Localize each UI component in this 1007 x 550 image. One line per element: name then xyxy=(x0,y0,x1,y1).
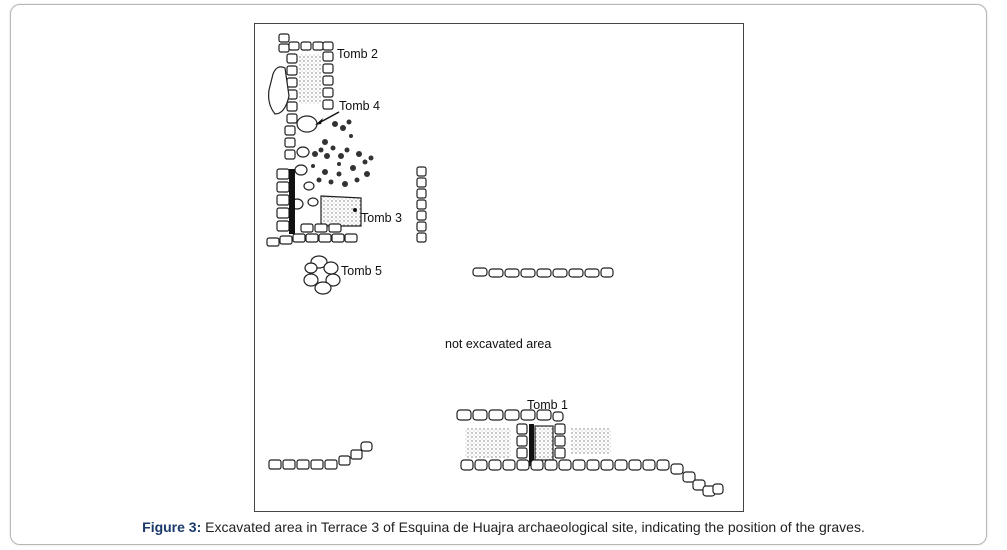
figure-caption-text: Excavated area in Terrace 3 of Esquina d… xyxy=(205,519,865,535)
tomb-4-ring xyxy=(296,115,318,133)
tomb-3-label: Tomb 3 xyxy=(361,211,402,225)
tomb-3-fill xyxy=(320,195,362,227)
isolated-vertical-wall xyxy=(416,166,427,243)
tomb-5-label: Tomb 5 xyxy=(341,264,382,278)
west-wall-stones xyxy=(276,33,334,232)
tomb-5-ring xyxy=(303,255,341,295)
not-excavated-label: not excavated area xyxy=(445,337,551,351)
site-plan-drawing: Tomb 2 Tomb 4 Tomb 3 Tomb 5 Tomb 1 not e… xyxy=(266,33,724,497)
boulder xyxy=(268,66,290,115)
tomb-2-fill xyxy=(299,54,321,104)
tomb-1-complex xyxy=(456,409,724,497)
figure-caption-label: Figure 3: xyxy=(142,519,202,535)
tomb-1-label: Tomb 1 xyxy=(527,398,568,412)
figure-caption: Figure 3: Excavated area in Terrace 3 of… xyxy=(0,519,1007,535)
tomb-2-label: Tomb 2 xyxy=(337,47,378,61)
tomb-4-label: Tomb 4 xyxy=(339,99,380,113)
upper-west-complex xyxy=(266,33,374,247)
south-wall-stones xyxy=(266,223,358,247)
site-plan-figure: Tomb 2 Tomb 4 Tomb 3 Tomb 5 Tomb 1 not e… xyxy=(254,23,744,512)
scattered-stones xyxy=(311,119,374,187)
horizontal-wall-east xyxy=(472,267,614,278)
lower-west-wall xyxy=(268,441,373,470)
